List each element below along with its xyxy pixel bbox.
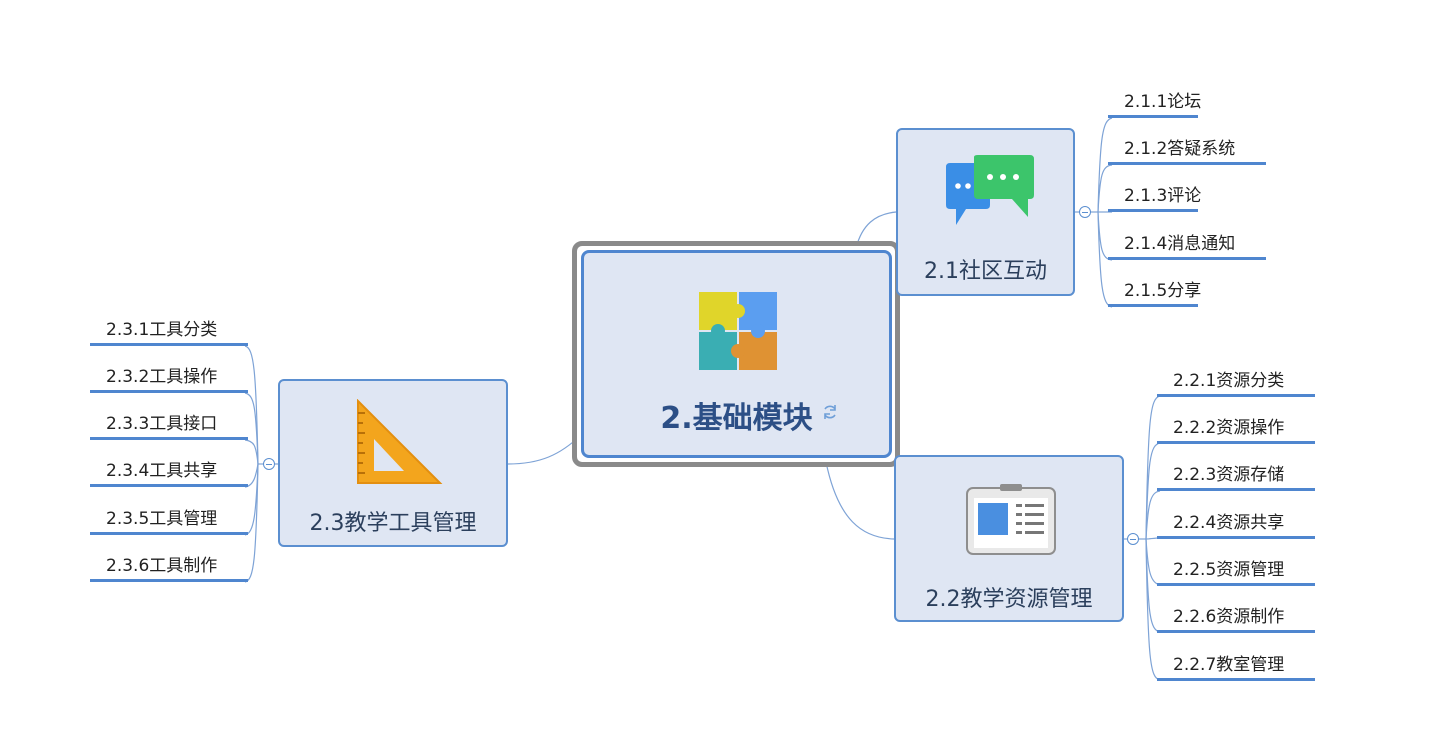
leaf-2-2-1[interactable]: 2.2.1资源分类 — [1157, 367, 1315, 397]
leaf-2-3-4[interactable]: 2.3.4工具共享 — [90, 457, 248, 487]
chat-bubbles-icon — [946, 155, 1034, 225]
topic-2-3[interactable]: 2.3教学工具管理 — [278, 379, 508, 547]
central-topic-title: 2.基础模块 — [660, 401, 813, 436]
leaf-2-2-2[interactable]: 2.2.2资源操作 — [1157, 414, 1315, 444]
sync-icon[interactable] — [819, 401, 841, 423]
topic-label: 2.2教学资源管理 — [925, 587, 1093, 612]
leaf-2-3-6[interactable]: 2.3.6工具制作 — [90, 552, 248, 582]
leaf-2-2-5[interactable]: 2.2.5资源管理 — [1157, 556, 1315, 586]
leaf-2-3-5[interactable]: 2.3.5工具管理 — [90, 505, 248, 535]
topic-label: 2.1社区互动 — [924, 259, 1047, 284]
leaf-2-3-3[interactable]: 2.3.3工具接口 — [90, 410, 248, 440]
leaf-2-1-4[interactable]: 2.1.4消息通知 — [1108, 230, 1266, 260]
connector-central-2-2 — [825, 461, 895, 540]
topic-2-1[interactable]: 2.1社区互动 — [896, 128, 1075, 296]
collapse-toggle-2-1[interactable] — [1079, 206, 1091, 218]
leaf-2-2-3[interactable]: 2.2.3资源存储 — [1157, 461, 1315, 491]
collapse-toggle-2-3[interactable] — [263, 458, 275, 470]
central-topic[interactable]: 2.基础模块 — [581, 250, 892, 458]
leaf-2-1-2[interactable]: 2.1.2答疑系统 — [1108, 135, 1266, 165]
puzzle-icon — [699, 292, 777, 370]
leaf-2-3-1[interactable]: 2.3.1工具分类 — [90, 316, 248, 346]
set-square-icon — [357, 399, 443, 484]
resource-window-icon — [966, 484, 1056, 555]
topic-2-2[interactable]: 2.2教学资源管理 — [894, 455, 1124, 622]
leaf-2-2-7[interactable]: 2.2.7教室管理 — [1157, 651, 1315, 681]
collapse-toggle-2-2[interactable] — [1127, 533, 1139, 545]
leaf-2-1-3[interactable]: 2.1.3评论 — [1108, 182, 1201, 212]
connector-central-2-3 — [507, 434, 582, 465]
leaf-2-3-2[interactable]: 2.3.2工具操作 — [90, 363, 248, 393]
leaf-2-1-1[interactable]: 2.1.1论坛 — [1108, 88, 1201, 118]
leaf-2-2-6[interactable]: 2.2.6资源制作 — [1157, 603, 1315, 633]
leaf-2-1-5[interactable]: 2.1.5分享 — [1108, 277, 1201, 307]
leaf-2-2-4[interactable]: 2.2.4资源共享 — [1157, 509, 1315, 539]
topic-label: 2.3教学工具管理 — [309, 511, 477, 536]
